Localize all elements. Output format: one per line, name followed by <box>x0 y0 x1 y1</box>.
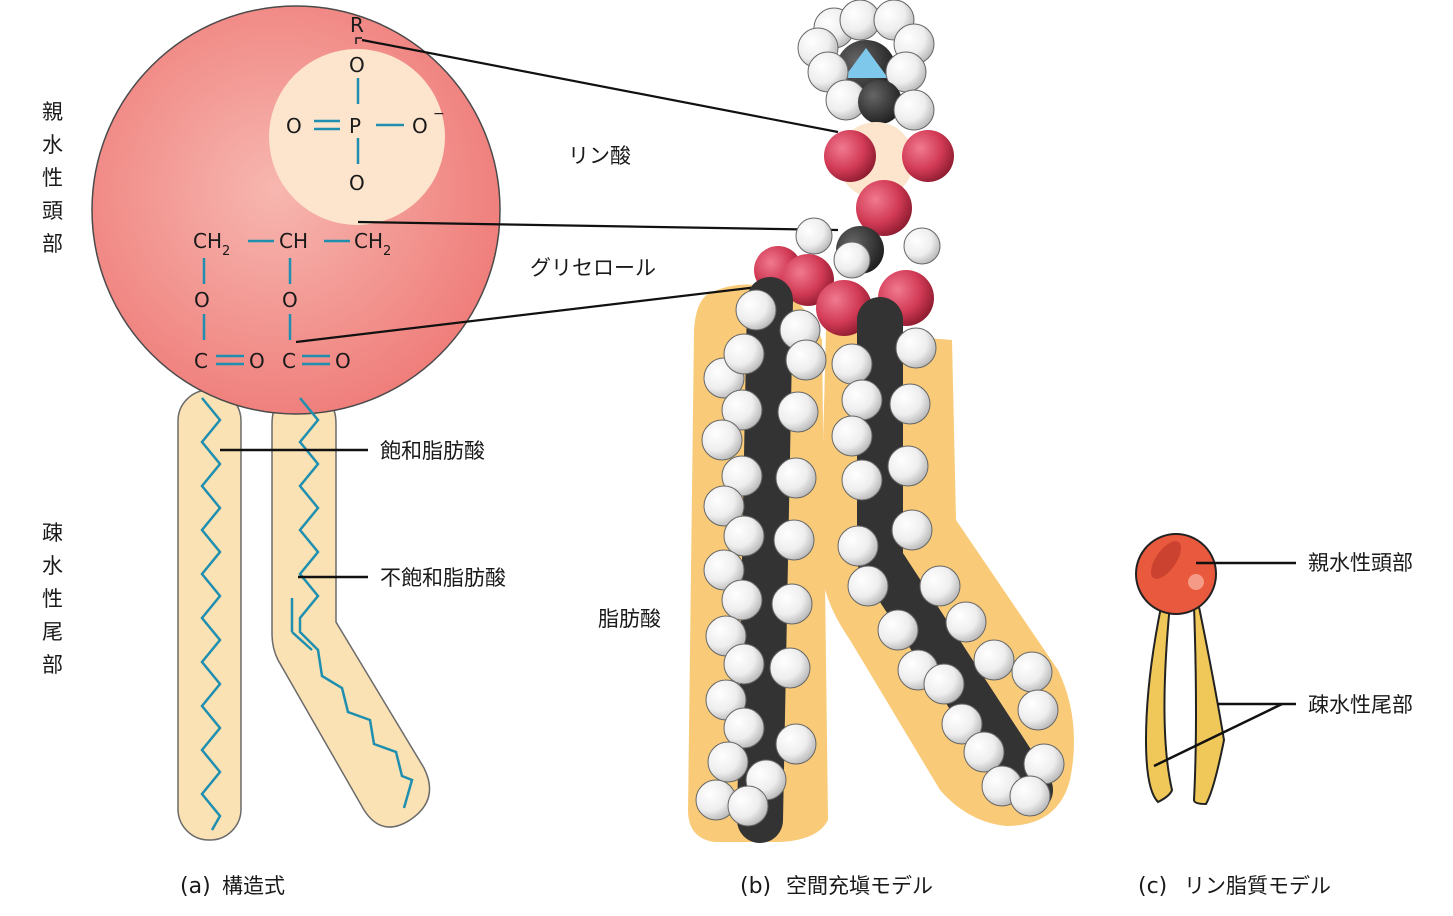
carbon-label: C <box>194 349 208 373</box>
chemical-bonds <box>202 78 404 366</box>
svg-text:部: 部 <box>42 653 63 677</box>
svg-text:水: 水 <box>42 554 63 578</box>
oxygen-anion-label: O <box>412 114 428 138</box>
fatty-acid-leader-line <box>295 284 767 344</box>
hydrophilic-head-circle <box>91 5 501 415</box>
oxygen-label: O <box>349 53 365 77</box>
model-right-tail <box>1192 599 1226 806</box>
oxygen-label: O <box>194 288 210 312</box>
svg-text:部: 部 <box>42 232 63 256</box>
choline-group <box>797 0 935 131</box>
oxygen-label: O <box>249 349 265 373</box>
svg-text:水: 水 <box>42 133 63 157</box>
panel-b-space-filling-model: リン酸 グリセロール 脂肪酸 (b) 空間充塡モデル <box>295 0 1074 899</box>
model-tail-label: 疎水性尾部 <box>1308 693 1413 717</box>
model-head-shine <box>1188 574 1204 590</box>
r-group-label: R <box>350 13 364 37</box>
oxygen-label: O <box>286 114 302 138</box>
oxygen-label: O <box>335 349 351 373</box>
caption-b-text: 空間充塡モデル <box>786 874 933 898</box>
hydrophilic-head-vertical-label: 親 水 性 頭 部 <box>42 100 63 256</box>
ch-center-label: CH <box>279 229 308 253</box>
svg-text:尾: 尾 <box>42 620 63 644</box>
left-fatty-acid-chain-model <box>695 277 827 843</box>
ch2-left-label: CH2 <box>193 229 230 259</box>
svg-text:性: 性 <box>42 587 63 611</box>
caption-a-letter: (a) <box>180 874 211 899</box>
model-head-highlight <box>1150 541 1182 579</box>
right-fatty-acid-chain-model <box>831 297 1065 817</box>
model-tail-leader <box>1153 702 1283 768</box>
model-left-tail <box>1144 600 1174 804</box>
chemical-formula-labels: R O O P O − O CH2 CH CH2 O O C O C O <box>193 13 445 373</box>
svg-text:親: 親 <box>42 100 63 124</box>
phosphorus-label: P <box>349 114 361 138</box>
negative-charge-label: − <box>433 106 445 122</box>
carbon-label: C <box>282 349 296 373</box>
panel-c-phospholipid-model: 親水性頭部 疎水性尾部 (c) リン脂質モデル <box>1135 533 1413 899</box>
phosphate-group-model <box>824 122 954 236</box>
saturated-fatty-acid-chain <box>200 397 222 831</box>
cis-double-bond <box>291 631 313 651</box>
phosphate-leader-line <box>361 38 839 134</box>
svg-text:性: 性 <box>42 166 63 190</box>
glycerol-label: グリセロール <box>530 256 656 280</box>
caption-a-text: 構造式 <box>222 874 285 898</box>
caption-c-text: リン脂質モデル <box>1184 874 1331 898</box>
caption-b-letter: (b) <box>740 874 771 899</box>
r-group-connector <box>355 37 362 44</box>
caption-c-letter: (c) <box>1138 874 1167 899</box>
oxygen-label: O <box>282 288 298 312</box>
svg-text:疎: 疎 <box>42 521 63 545</box>
hydrophobic-tail-vertical-label: 疎 水 性 尾 部 <box>42 521 63 677</box>
glycerol-leader-line <box>357 220 839 232</box>
phosphate-group-circle <box>269 49 445 225</box>
svg-text:頭: 頭 <box>42 199 63 223</box>
model-head-label: 親水性頭部 <box>1308 551 1413 575</box>
oxygen-label: O <box>349 171 365 195</box>
fatty-acid-label: 脂肪酸 <box>598 607 661 631</box>
model-head <box>1135 533 1217 615</box>
panel-a-structural-formula: R O O P O − O CH2 CH CH2 O O C O C O 飽和脂… <box>42 5 506 899</box>
saturated-tail-background <box>177 389 242 841</box>
ch2-right-label: CH2 <box>354 229 391 259</box>
saturated-fatty-acid-label: 飽和脂肪酸 <box>380 439 485 463</box>
unsaturated-fatty-acid-chain <box>298 397 414 809</box>
phosphate-label: リン酸 <box>568 144 631 168</box>
unsaturated-fatty-acid-label: 不飽和脂肪酸 <box>380 566 506 590</box>
